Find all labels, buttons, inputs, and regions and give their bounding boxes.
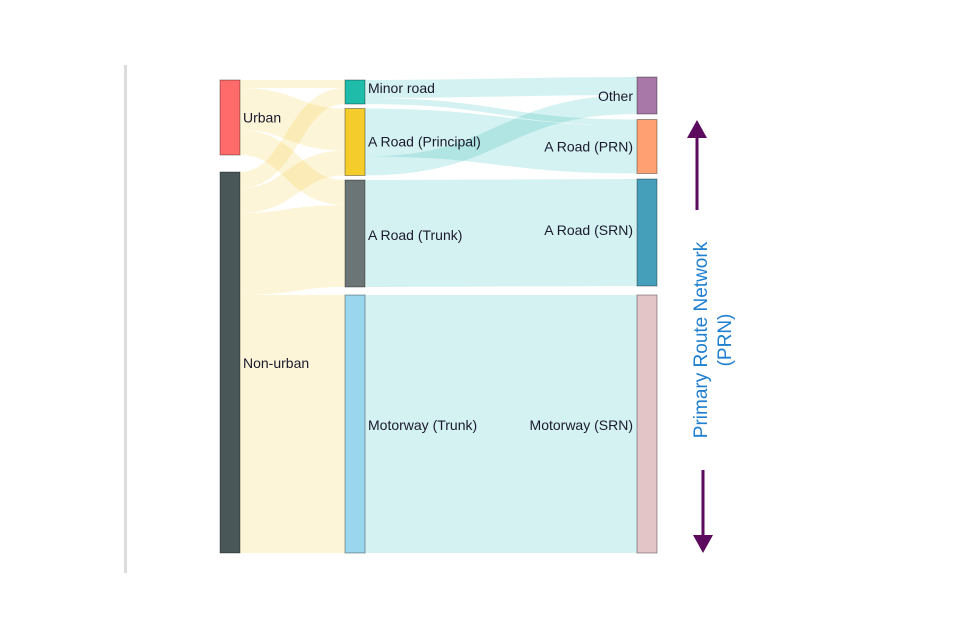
- node-label-motorway_trunk: Motorway (Trunk): [368, 417, 477, 433]
- node-nonurban: [219, 171, 241, 554]
- link-minor-to-other: [364, 77, 638, 98]
- left-divider: [124, 65, 127, 573]
- node-label-urban: Urban: [243, 110, 281, 126]
- link-principal-to-other: [364, 95, 638, 176]
- node-urban: [219, 79, 241, 156]
- node-motorway_srn: [636, 294, 658, 554]
- links-layer: [239, 77, 638, 553]
- prn-arrow-down-icon: [693, 535, 713, 553]
- node-trunk: [344, 179, 366, 288]
- node-label-trunk: A Road (Trunk): [368, 227, 462, 243]
- link-minor-to-prn: [364, 98, 638, 126]
- node-label-principal: A Road (Principal): [368, 134, 481, 150]
- link-urban-to-principal: [239, 88, 346, 151]
- node-label-srn: A Road (SRN): [544, 222, 633, 238]
- node-label-motorway_srn: Motorway (SRN): [530, 417, 633, 433]
- node-motorway_trunk: [344, 294, 366, 554]
- node-prn: [636, 119, 658, 174]
- node-label-minor: Minor road: [368, 80, 435, 96]
- node-srn: [636, 178, 658, 287]
- node-label-other: Other: [598, 88, 633, 104]
- link-nonurban-to-minor: [239, 88, 346, 188]
- nodes-layer: [219, 76, 658, 554]
- node-principal: [344, 108, 366, 176]
- prn-label-line1: Primary Route Network: [691, 241, 712, 438]
- prn-annotation: Primary Route Network (PRN): [687, 120, 736, 553]
- link-trunk-to-srn: [364, 179, 638, 287]
- node-other: [636, 76, 658, 115]
- link-nonurban-to-trunk: [239, 205, 346, 295]
- node-minor: [344, 79, 366, 105]
- prn-label-line2: (PRN): [715, 314, 736, 367]
- node-label-prn: A Road (PRN): [544, 139, 633, 155]
- link-nonurban-to-principal: [239, 150, 346, 213]
- prn-arrow-up-icon: [687, 120, 707, 138]
- node-label-nonurban: Non-urban: [243, 355, 309, 371]
